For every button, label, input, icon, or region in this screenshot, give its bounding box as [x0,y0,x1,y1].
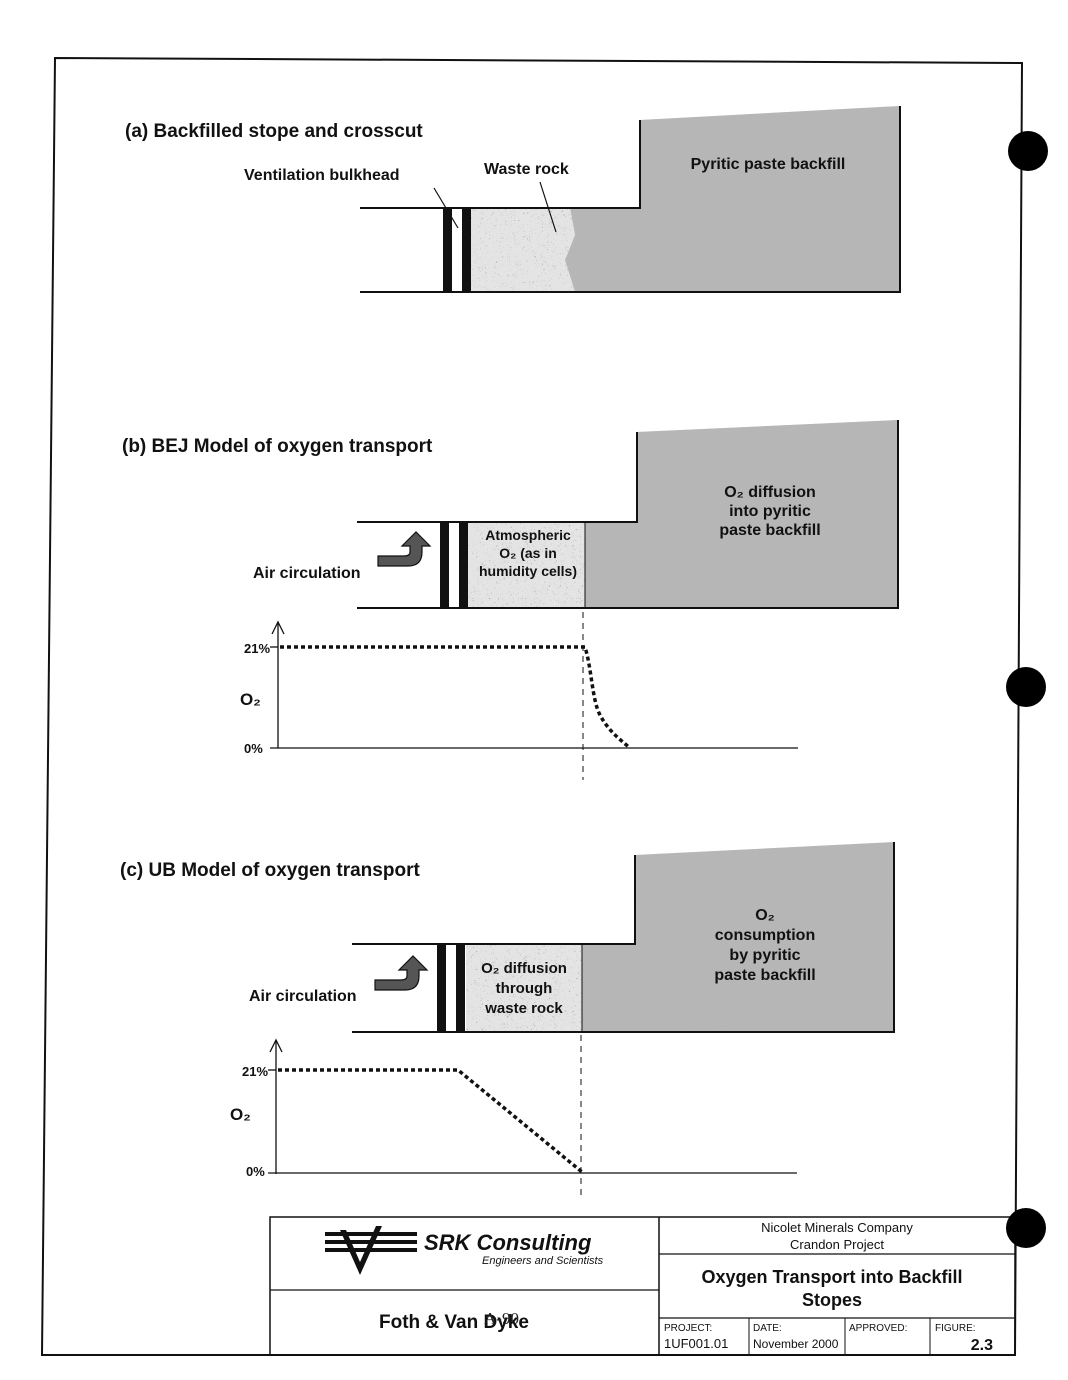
waste-note-c: O₂ diffusion through waste rock [481,960,567,1017]
y-axis-arrow-icon-b [271,620,285,635]
figure-value: 2.3 [971,1337,993,1354]
fill-note-c: O₂ consumption by pyritic paste backfill [714,907,815,984]
date-value: November 2000 [753,1337,839,1351]
project-value: 1UF001.01 [664,1336,728,1351]
bulkhead-wall-a1 [443,208,452,292]
air-circulation-arrow-icon-b [377,531,432,567]
waste-note-c-line3: waste rock [484,1000,563,1017]
title-block-frame [269,1216,1016,1356]
partner-name: Foth & Van Dyke [379,1312,529,1333]
waste-rock-texture-c [466,944,582,1032]
client-line1: Nicolet Minerals Company [761,1220,913,1235]
fill-note-c-line2: consumption [715,927,815,944]
date-label: DATE: [753,1323,782,1334]
page-number: A-90 [484,1309,519,1328]
air-circulation-label-b: Air circulation [253,565,361,582]
bulkhead-leader-line [433,187,459,229]
waste-note-b-line2: O₂ (as in [499,545,557,561]
y-tick-21-b: 21% [244,641,270,656]
o2-profile-b [280,645,632,750]
panel-c-title: (c) UB Model of oxygen transport [120,860,420,881]
y-tick-0-b: 0% [244,741,263,756]
ventilation-bulkhead-label: Ventilation bulkhead [244,167,400,184]
panel-c: (c) UB Model of oxygen transport Air cir… [120,842,895,1200]
pyritic-paste-backfill-label: Pyritic paste backfill [691,156,846,173]
binder-hole-bottom [1006,1208,1046,1248]
approved-label: APPROVED: [849,1323,907,1334]
bulkhead-wall-a2 [462,208,471,292]
drift-outline-b [357,420,899,609]
waste-rock-texture-a [470,208,575,292]
figure-label: FIGURE: [935,1323,976,1334]
fill-note-c-line4: paste backfill [714,967,815,984]
company-name: SRK Consulting [424,1230,592,1255]
fill-note-c-line1: O₂ [755,907,775,924]
waste-note-b-line3: humidity cells) [479,563,577,579]
waste-note-b-line1: Atmospheric [485,527,571,543]
project-label: PROJECT: [664,1323,712,1334]
bulkhead-wall-b1 [440,522,449,608]
binder-hole-middle [1006,667,1046,707]
backfill-texture-b [585,420,898,608]
air-circulation-arrow-icon-c [374,955,429,991]
panel-b-title: (b) BEJ Model of oxygen transport [122,436,433,457]
drift-outline-c [352,842,895,1033]
y-tick-21-c: 21% [242,1064,268,1079]
y-axis-label-b: O₂ [240,690,261,709]
title-block: SRK Consulting Engineers and Scientists … [269,1216,1016,1356]
panel-b: (b) BEJ Model of oxygen transport Air ci… [122,420,899,780]
fill-note-c-line3: by pyritic [729,947,800,964]
drawing-title-line2: Stopes [802,1290,862,1310]
bulkhead-wall-b2 [459,522,468,608]
o2-profile-c [278,1068,584,1174]
waste-rock-texture-b [468,522,585,608]
y-axis-label-c: O₂ [230,1105,251,1124]
panel-a: (a) Backfilled stope and crosscut Ventil… [125,106,901,293]
drift-outline-a [360,106,901,293]
y-axis-arrow-icon-c [269,1038,283,1053]
waste-note-c-line1: O₂ diffusion [481,960,567,977]
waste-note-c-line2: through [496,980,553,997]
fill-note-b-line2: into pyritic [729,503,811,520]
y-tick-0-c: 0% [246,1164,265,1179]
backfill-texture-a [565,106,900,292]
binder-hole-top [1008,131,1048,171]
waste-note-b: Atmospheric O₂ (as in humidity cells) [479,527,577,579]
fill-note-b-line1: O₂ diffusion [724,484,816,501]
bulkhead-wall-c2 [456,944,465,1032]
waste-rock-leader-line [539,181,557,233]
srk-logo-icon [325,1226,417,1275]
fill-note-b-line3: paste backfill [719,522,820,539]
air-circulation-label-c: Air circulation [249,988,357,1005]
backfill-texture-c [582,842,894,1032]
fill-note-b: O₂ diffusion into pyritic paste backfill [719,484,820,539]
bulkhead-wall-c1 [437,944,446,1032]
panel-a-title: (a) Backfilled stope and crosscut [125,121,423,142]
client-line2: Crandon Project [790,1237,884,1252]
drawing-title-line1: Oxygen Transport into Backfill [701,1267,962,1287]
waste-rock-label: Waste rock [484,161,569,178]
company-tagline: Engineers and Scientists [482,1255,604,1267]
